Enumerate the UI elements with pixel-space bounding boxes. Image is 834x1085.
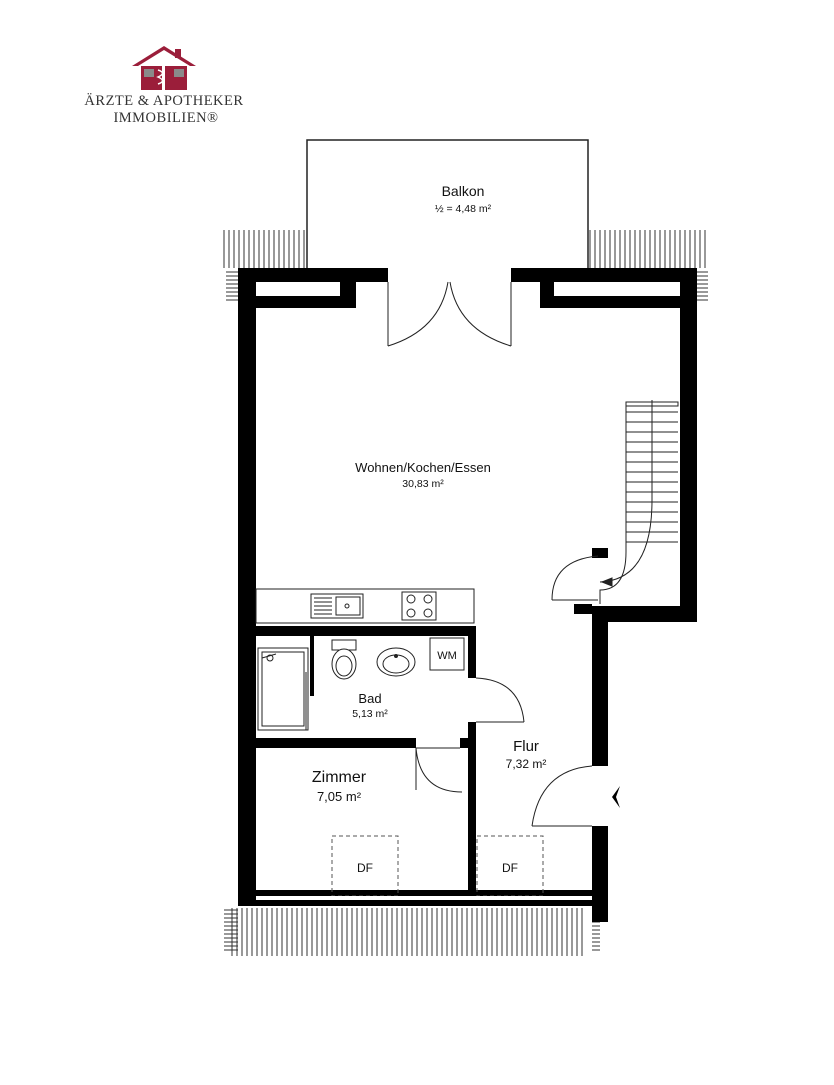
logo-line-2: IMMOBILIEN® [113,110,218,126]
house-caduceus-icon [132,46,196,90]
entrance-door [531,765,593,827]
bad-area: 5,13 m² [352,708,388,720]
balcony-door [387,281,512,347]
exterior-walls [238,268,697,922]
company-logo: ÄRZTE & APOTHEKER IMMOBILIEN® [84,46,243,126]
wohnen-area: 30,83 m² [402,478,444,490]
cooktop [401,591,437,621]
entrance-arrow-icon [612,786,620,808]
toilet [331,639,357,680]
logo-line-1: ÄRZTE & APOTHEKER [84,92,243,109]
flur-area: 7,32 m² [506,757,547,771]
zimmer-door [415,747,463,793]
wohnen-label: Wohnen/Kochen/Essen [355,460,491,475]
washing-machine: WM [429,637,465,671]
sink [310,593,364,619]
bad-label: Bad [358,691,381,706]
bath-door [475,677,525,723]
roof-hatching [223,230,708,956]
skylight-2-label: DF [502,861,518,875]
doors [387,281,599,827]
skylight-1-label: DF [357,861,373,875]
staircase [599,400,679,604]
balkon-label: Balkon [442,183,485,199]
washing-machine-label: WM [437,650,457,662]
zimmer-label: Zimmer [312,769,367,786]
zimmer-area: 7,05 m² [317,789,362,804]
bottom-wall-strip [256,896,592,900]
kitchen-counter [255,588,475,624]
washbasin [376,647,416,677]
shower [257,647,309,731]
interior-walls [256,626,476,890]
stair-door [551,555,599,601]
balcony: Balkon ½ = 4,48 m² [306,139,589,268]
bathroom-fixtures: WM [257,637,465,731]
flur-label: Flur [513,738,539,755]
balkon-area: ½ = 4,48 m² [435,203,492,215]
